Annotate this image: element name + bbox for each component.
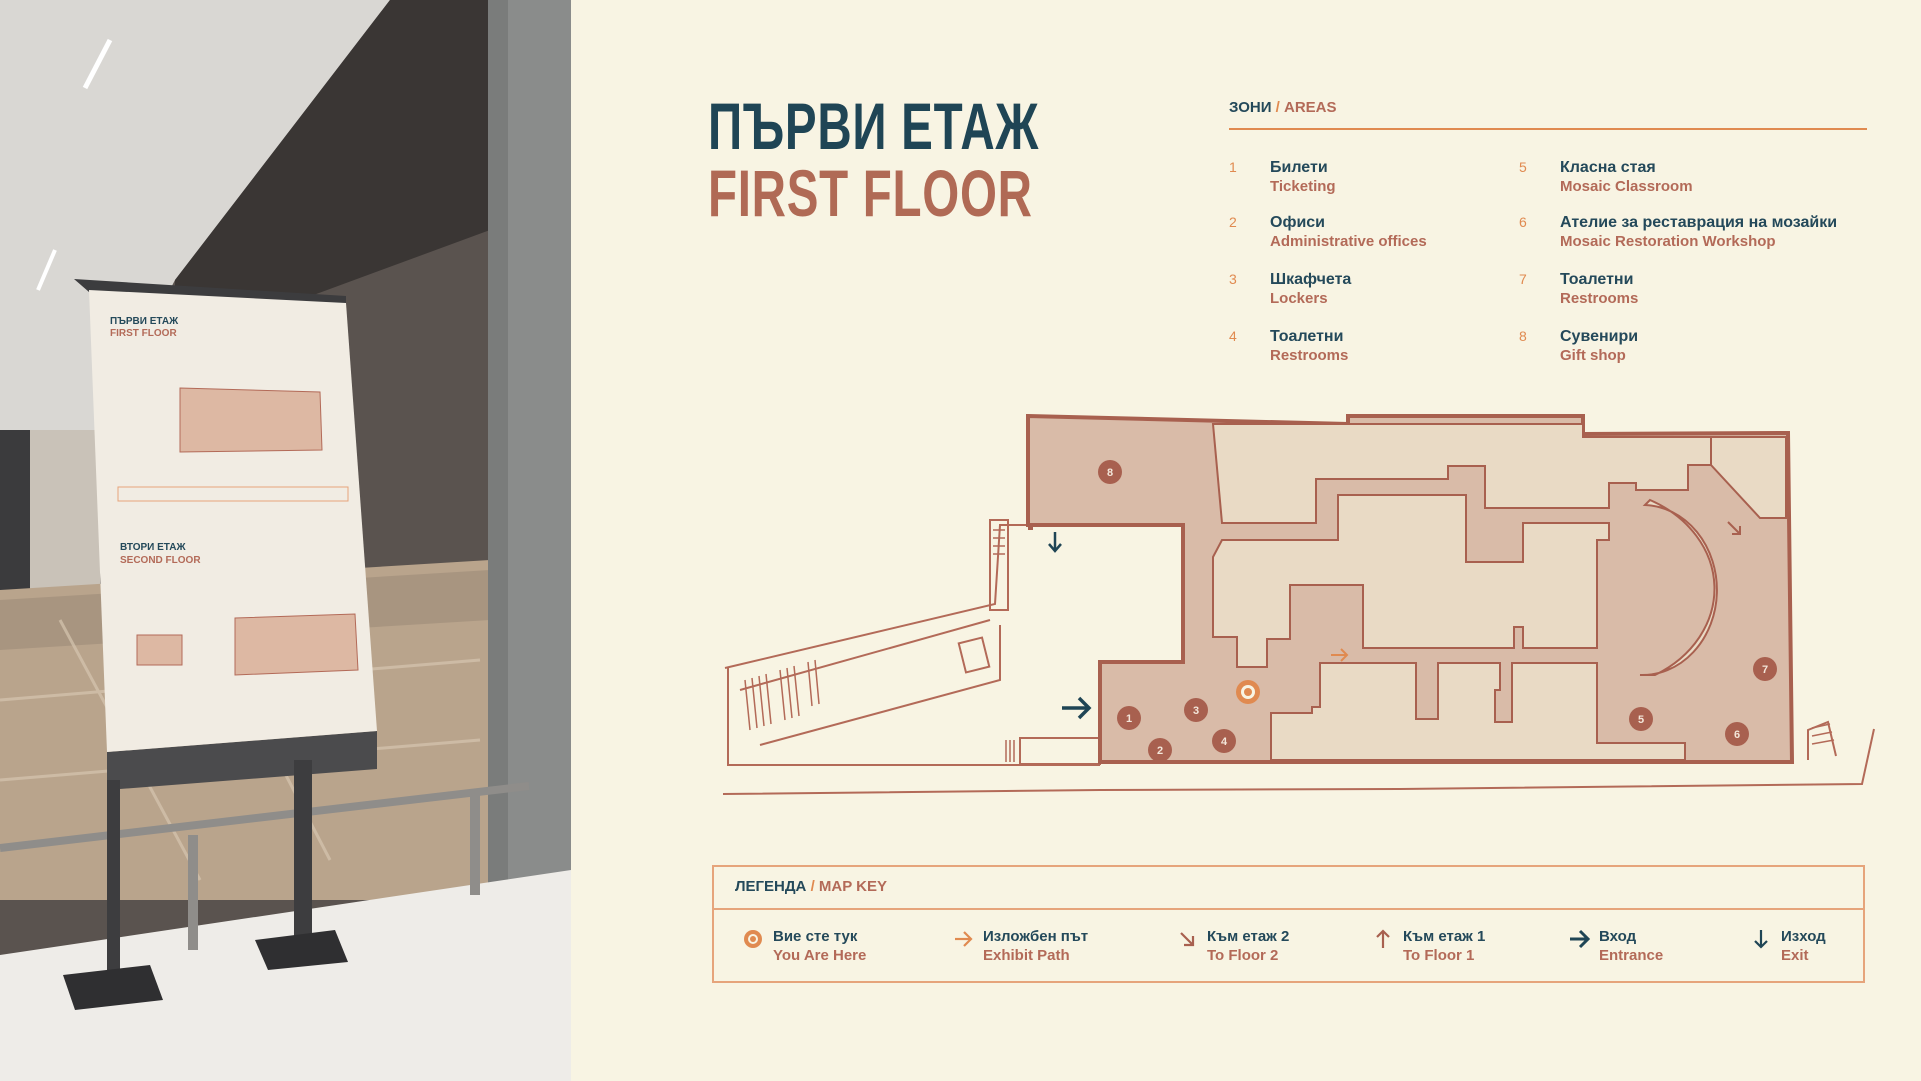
areas-divider xyxy=(1229,128,1867,130)
area-name-bg: Сувенири xyxy=(1560,328,1639,345)
map-marker-8: 8 xyxy=(1098,460,1122,484)
area-name-bg: Тоалетни xyxy=(1560,271,1634,288)
area-number: 8 xyxy=(1519,328,1527,344)
floor-title-bg: ПЪРВИ ЕТАЖ xyxy=(708,89,1040,163)
map-key-box xyxy=(712,865,1865,983)
area-name-bg: Ателие за реставрация на мозайки xyxy=(1560,214,1838,231)
sign-leg xyxy=(294,760,312,940)
map-key-label-bg: Към етаж 2 xyxy=(1207,928,1290,945)
area-name-bg: Билети xyxy=(1270,159,1328,176)
map-marker-7: 7 xyxy=(1753,657,1777,681)
map-marker-label: 5 xyxy=(1638,714,1644,726)
area-name-bg: Класна стая xyxy=(1560,159,1656,176)
area-name-bg: Офиси xyxy=(1270,214,1326,231)
map-marker-label: 8 xyxy=(1107,467,1113,479)
map-key-label-en: To Floor 1 xyxy=(1403,947,1475,964)
to-floor-2-arrow-icon xyxy=(1727,521,1741,535)
to-floor-1-arrow-icon xyxy=(1376,929,1390,948)
map-key-label-bg: Към етаж 1 xyxy=(1403,928,1486,945)
areas-heading-en: AREAS xyxy=(1284,99,1337,116)
map-key-label-en: Exhibit Path xyxy=(983,947,1070,964)
floor-title-en: FIRST FLOOR xyxy=(708,156,1033,230)
map-key-label-bg: Вход xyxy=(1599,928,1637,945)
area-name-en: Gift shop xyxy=(1560,347,1626,364)
exit-arrow-icon xyxy=(1754,930,1768,949)
map-marker-label: 2 xyxy=(1157,745,1163,757)
exit-arrow-icon xyxy=(1048,532,1062,553)
outdoor-outline xyxy=(722,519,1875,795)
area-number: 7 xyxy=(1519,271,1527,287)
map-key-label-en: Exit xyxy=(1781,947,1809,964)
area-name-en: Restrooms xyxy=(1560,290,1639,307)
heading-separator: / xyxy=(1275,99,1280,116)
map-marker-5: 5 xyxy=(1629,707,1653,731)
area-number: 6 xyxy=(1519,214,1527,230)
sign-leg xyxy=(107,780,120,970)
map-marker-2: 2 xyxy=(1148,738,1172,762)
sign-title-2-en: SECOND FLOOR xyxy=(120,555,201,566)
museum-sign-photo: ПЪРВИ ЕТАЖ FIRST FLOOR ВТОРИ ЕТАЖ SECOND… xyxy=(0,0,571,1081)
area-name-en: Mosaic Restoration Workshop xyxy=(1560,233,1776,250)
map-key-label-bg: Изложбен път xyxy=(983,928,1089,945)
map-marker-4: 4 xyxy=(1212,729,1236,753)
area-name-bg: Тоалетни xyxy=(1270,328,1344,345)
map-marker-label: 3 xyxy=(1193,705,1199,717)
area-number: 5 xyxy=(1519,159,1527,175)
area-name-bg: Шкафчета xyxy=(1270,271,1352,288)
stairs-hatching xyxy=(744,529,1835,762)
foreground-floor xyxy=(0,870,571,1081)
exhibit-path-arrow-icon xyxy=(955,931,973,947)
area-number: 1 xyxy=(1229,159,1237,175)
map-marker-6: 6 xyxy=(1725,722,1749,746)
entrance-arrow-icon xyxy=(1570,929,1590,949)
map-key-heading: ЛЕГЕНДА / MAP KEY xyxy=(735,878,887,895)
map-marker-3: 3 xyxy=(1184,698,1208,722)
areas-heading-bg: ЗОНИ xyxy=(1229,99,1272,116)
sign-title-1-en: FIRST FLOOR xyxy=(110,328,177,339)
map-key-label-en: To Floor 2 xyxy=(1207,947,1279,964)
map-marker-label: 4 xyxy=(1221,736,1228,748)
sign-board xyxy=(89,290,377,752)
map-marker-label: 6 xyxy=(1734,729,1740,741)
exhibit-path-arrow-icon xyxy=(1331,648,1349,662)
map-key-heading-bg: ЛЕГЕНДА xyxy=(735,878,807,895)
map-key-heading-en: MAP KEY xyxy=(818,878,887,895)
area-number: 2 xyxy=(1229,214,1237,230)
areas-heading: ЗОНИ / AREAS xyxy=(1229,99,1337,116)
area-name-en: Lockers xyxy=(1270,290,1328,307)
map-key-label-en: You Are Here xyxy=(773,947,867,964)
heading-separator: / xyxy=(810,878,815,895)
map-key-label-bg: Изход xyxy=(1781,928,1826,945)
area-name-en: Restrooms xyxy=(1270,347,1349,364)
area-name-en: Mosaic Classroom xyxy=(1560,178,1693,195)
sign-title-2: ВТОРИ ЕТАЖ xyxy=(120,542,186,553)
exhibit-rooms xyxy=(1211,423,1787,761)
map-key-label-en: Entrance xyxy=(1599,947,1664,964)
map-key-divider xyxy=(712,908,1865,910)
area-name-en: Ticketing xyxy=(1270,178,1336,195)
area-number: 3 xyxy=(1229,271,1237,287)
you-are-here-icon xyxy=(1236,680,1260,704)
map-marker-label: 7 xyxy=(1762,664,1768,676)
area-name-en: Administrative offices xyxy=(1270,233,1427,250)
sign-title-1: ПЪРВИ ЕТАЖ xyxy=(110,316,179,327)
railing xyxy=(0,782,530,852)
map-marker-label: 1 xyxy=(1126,713,1132,725)
map-marker-1: 1 xyxy=(1117,706,1141,730)
entrance-arrow-icon xyxy=(1062,696,1092,720)
floor-plan-map: 1 2 3 4 5 6 7 8 xyxy=(722,413,1875,795)
map-key-label-bg: Вие сте тук xyxy=(773,928,858,945)
area-number: 4 xyxy=(1229,328,1237,344)
to-floor-2-arrow-icon xyxy=(1180,932,1195,947)
you-are-here-icon xyxy=(744,930,762,948)
